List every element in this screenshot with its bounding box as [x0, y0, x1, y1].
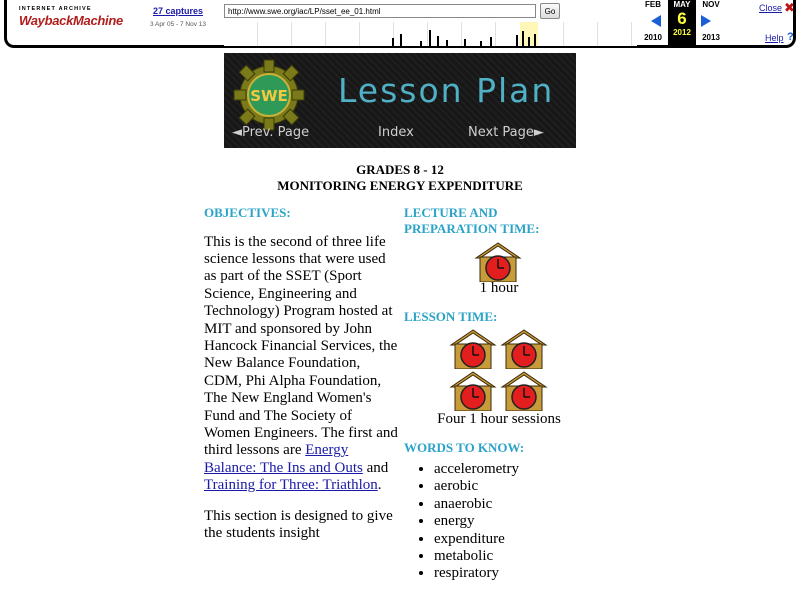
lecture-time-value: 1 hour	[479, 280, 519, 296]
next-arrow-icon: ►	[533, 125, 544, 140]
lecture-time-heading: LECTURE AND PREPARATION TIME:	[404, 205, 540, 236]
lesson-title: MONITORING ENERGY EXPENDITURE	[277, 178, 523, 193]
clock-icon	[474, 242, 522, 282]
go-button[interactable]: Go	[540, 3, 560, 19]
close-icon[interactable]: ✖	[784, 0, 795, 15]
spark-bar	[392, 38, 394, 46]
spark-bar	[429, 30, 431, 46]
training-for-three-link[interactable]: Training for Three: Triathlon	[204, 477, 378, 494]
list-item: aerobic	[434, 478, 584, 495]
prev-month-label: FEB	[645, 0, 661, 9]
page-heading: GRADES 8 - 12 MONITORING ENERGY EXPENDIT…	[200, 162, 600, 194]
objectives-paragraph-2: This section is designed to give the stu…	[204, 507, 393, 541]
prev-page-link[interactable]: ◄Prev. Page	[232, 125, 309, 140]
lesson-clocks	[404, 328, 584, 413]
swe-gear-logo-icon[interactable]: SWE	[232, 58, 306, 132]
captures-link[interactable]: 27 captures	[152, 6, 204, 16]
spark-bar	[446, 40, 448, 46]
list-item: metabolic	[434, 548, 584, 565]
month-navigator: FEB 2010 MAY 6 2012 NOV 2013	[639, 0, 725, 46]
clock-icon	[449, 328, 497, 369]
captures-info: 27 captures 3 Apr 05 - 7 Nov 13	[143, 6, 213, 28]
list-item: anaerobic	[434, 496, 584, 513]
spark-bar	[516, 35, 518, 46]
list-item: energy	[434, 513, 584, 530]
lesson-plan-banner: SWE Lesson Plan ◄Prev. Page Index Next P…	[224, 53, 576, 148]
current-month-label: MAY	[673, 0, 691, 9]
prev-month[interactable]: FEB 2010	[639, 0, 667, 42]
next-month-label: NOV	[702, 0, 720, 9]
spark-bar	[522, 31, 524, 46]
list-item: respiratory	[434, 565, 584, 582]
grades-heading: GRADES 8 - 12	[356, 162, 444, 177]
prev-capture-arrow-icon[interactable]	[651, 15, 661, 27]
spark-bar	[528, 37, 530, 46]
current-day-label: 6	[677, 9, 687, 28]
help-icon[interactable]: ?	[787, 31, 794, 43]
next-page-link[interactable]: Next Page►	[468, 125, 544, 140]
objectives-column: OBJECTIVES: This is the second of three …	[204, 205, 400, 542]
clock-icon	[449, 370, 497, 411]
prev-year-label: 2010	[644, 33, 662, 42]
swe-logo-text: SWE	[250, 87, 288, 105]
next-year-label: 2013	[702, 33, 720, 42]
url-input[interactable]: http://www.swe.org/iac/LP/sset_ee_01.htm…	[224, 4, 536, 18]
spark-bar	[490, 37, 492, 46]
lesson-time-heading: LESSON TIME:	[404, 309, 498, 324]
index-link[interactable]: Index	[378, 125, 414, 140]
next-month[interactable]: NOV 2013	[697, 0, 725, 42]
lesson-time-value: Four 1 hour sessions	[437, 410, 561, 427]
next-capture-arrow-icon[interactable]	[701, 15, 711, 27]
spark-bar	[464, 39, 466, 46]
objectives-heading: OBJECTIVES:	[204, 205, 291, 220]
current-year-label: 2012	[673, 28, 691, 37]
capture-sparkline[interactable]	[224, 22, 637, 46]
help-link[interactable]: Help	[765, 33, 784, 43]
objectives-paragraph: This is the second of three life science…	[204, 234, 400, 495]
close-link[interactable]: Close	[759, 3, 783, 13]
list-item: expenditure	[434, 531, 584, 548]
wayback-toolbar: INTERNET ARCHIVE WaybackMachine 27 captu…	[4, 0, 796, 48]
prev-page-label: Prev. Page	[242, 125, 310, 140]
wayback-logo[interactable]: INTERNET ARCHIVE WaybackMachine	[19, 6, 123, 38]
energy-balance-link[interactable]: Energy Balance: The Ins and Outs	[204, 442, 363, 476]
clock-icon	[500, 370, 548, 411]
spark-bar	[480, 41, 482, 46]
objectives-text: This is the second of three life science…	[204, 233, 398, 459]
spark-bar	[437, 36, 439, 46]
prev-arrow-icon: ◄	[232, 125, 242, 140]
current-year-highlight	[520, 22, 538, 46]
banner-title: Lesson Plan	[338, 71, 555, 110]
info-column: LECTURE AND PREPARATION TIME: 1 hour LES…	[404, 205, 584, 583]
next-page-label: Next Page	[468, 125, 534, 140]
captures-range: 3 Apr 05 - 7 Nov 13	[149, 21, 206, 28]
wayback-logo-main: WaybackMachine	[19, 13, 123, 28]
words-to-know-heading: WORDS TO KNOW:	[404, 439, 525, 455]
words-list: accelerometry aerobic anaerobic energy e…	[404, 461, 584, 583]
wayback-logo-top: INTERNET ARCHIVE	[19, 6, 92, 12]
and-text: and	[366, 459, 389, 476]
spark-bar	[534, 34, 536, 46]
spark-bar	[420, 41, 422, 46]
clock-icon	[500, 328, 548, 369]
period-text: .	[377, 477, 382, 494]
spark-bar	[400, 34, 402, 46]
list-item: accelerometry	[434, 461, 584, 478]
current-capture: MAY 6 2012	[668, 0, 696, 46]
